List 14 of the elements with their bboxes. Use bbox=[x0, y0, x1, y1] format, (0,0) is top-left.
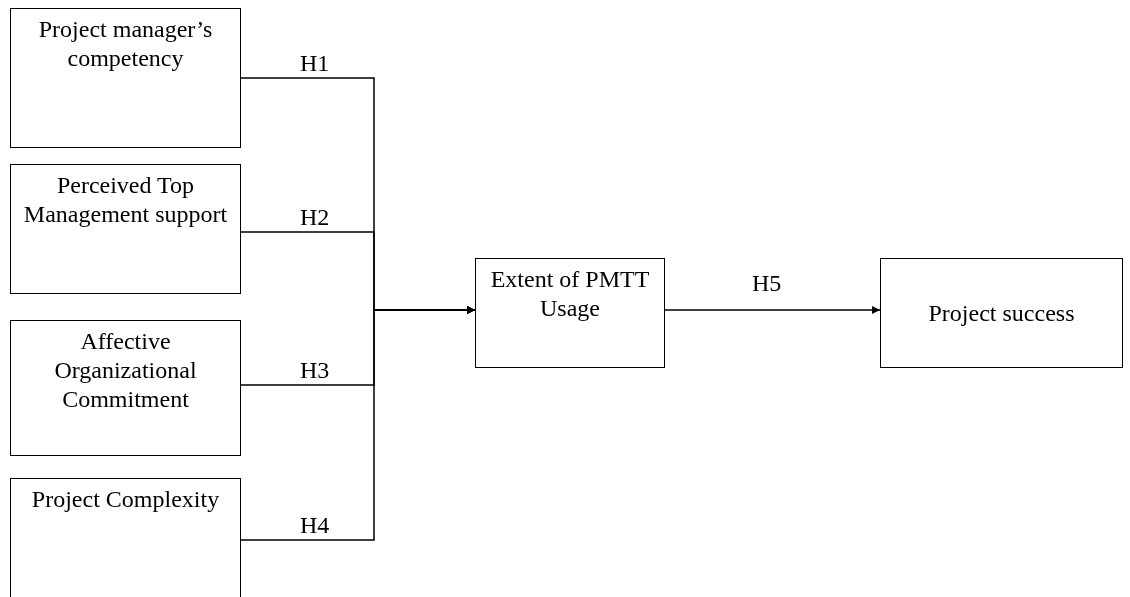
box-label: Extent of PMTT Usage bbox=[489, 265, 651, 323]
box-label: Project success bbox=[928, 298, 1075, 328]
factor-box bbox=[475, 258, 665, 368]
factor-box bbox=[10, 8, 241, 148]
factor-box bbox=[880, 258, 1123, 368]
box-label: Project manager’s competency bbox=[37, 15, 214, 73]
arrow bbox=[664, 306, 881, 314]
box-label: Project Complexity bbox=[31, 485, 220, 514]
arrow bbox=[240, 306, 476, 541]
factor-box bbox=[10, 478, 241, 597]
factor-box bbox=[10, 164, 241, 294]
box-label: Affective Organizational Commitment bbox=[53, 327, 198, 414]
box-label: Perceived Top Management support bbox=[22, 171, 229, 229]
factor-box bbox=[10, 320, 241, 456]
